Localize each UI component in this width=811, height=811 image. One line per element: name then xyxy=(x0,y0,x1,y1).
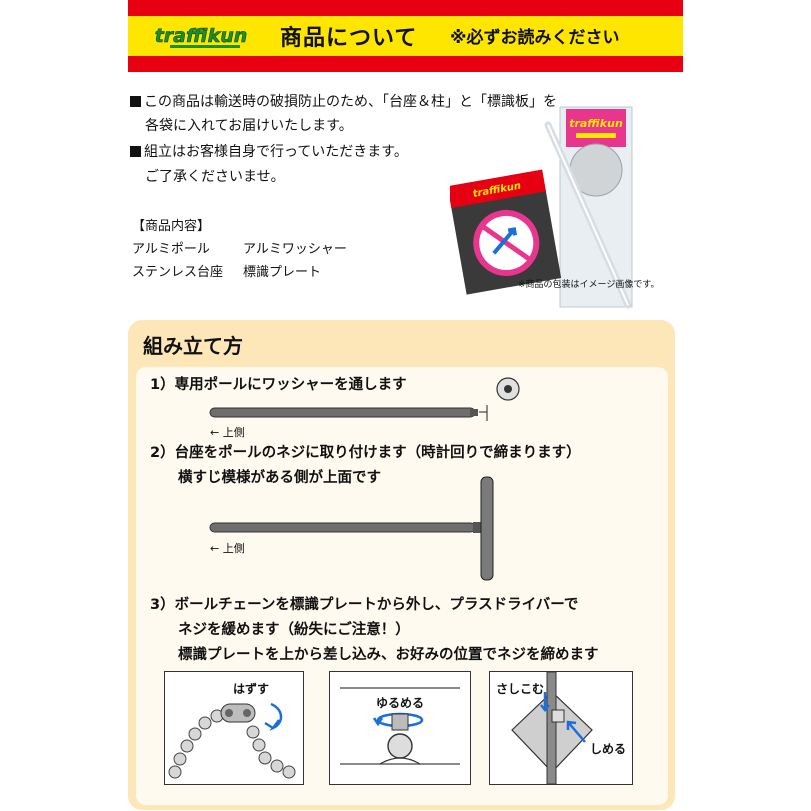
down-arrow-icon xyxy=(540,692,550,713)
page-title: 商品について xyxy=(280,26,418,51)
contents-item-pole: アルミポール xyxy=(132,242,210,257)
remove-label: はずす xyxy=(233,682,270,696)
step-3-box-remove: はずす xyxy=(164,671,304,785)
intro-line-1: この商品は輸送時の破損防止のため、「台座＆柱」と「標識板」を xyxy=(130,90,557,114)
square-bullet-icon xyxy=(130,96,141,107)
upper-side-label-1: ← 上側 xyxy=(210,426,245,439)
intro-line-4: ご了承くださいませ。 xyxy=(145,169,285,185)
assembly-title: 組み立て方 xyxy=(143,334,243,358)
step-3-text-line-1: 3）ボールチェーンを標識プレートから外し、プラスドライバーで xyxy=(150,597,579,613)
step-2-base-diagram xyxy=(209,476,494,581)
tighten-arrow-icon xyxy=(566,720,586,743)
ball-chain-illustration xyxy=(168,702,296,779)
tighten-label: しめる xyxy=(590,742,627,756)
insert-label: さしこむ xyxy=(496,682,545,696)
screw-illustration xyxy=(340,687,460,765)
step-2-text-line-1: 2）台座をポールのネジに取り付けます（時計回りで締まります） xyxy=(150,445,581,461)
step-3-box-loosen: ゆるめる xyxy=(329,671,471,785)
package-label: traffikun xyxy=(569,117,623,130)
step-1-text: 1）専用ポールにワッシャーを通します xyxy=(150,377,407,393)
arrow-icon xyxy=(264,702,283,731)
intro-line-3: 組立はお客様自身で行っていただきます。 xyxy=(130,140,408,164)
step-2-text-line-2: 横すじ模様がある側が上面です xyxy=(178,470,381,486)
step-3-box-insert: さしこむ しめる xyxy=(489,671,633,785)
intro-line-2: 各袋に入れてお届けいたします。 xyxy=(145,118,353,134)
product-package-photo: traffikun traffikun xyxy=(450,106,633,309)
step-3-text-line-2: ネジを緩めます（紛失にご注意！） xyxy=(178,622,410,638)
loosen-label: ゆるめる xyxy=(376,696,425,710)
logo-text: traffikun xyxy=(155,25,248,47)
square-bullet-icon xyxy=(130,146,141,157)
upper-side-label-2: ← 上側 xyxy=(210,542,245,555)
contents-item-washer: アルミワッシャー xyxy=(243,242,347,257)
traffikun-logo: traffikun xyxy=(142,21,260,51)
package-image-note: ※商品の包装はイメージ画像です。 xyxy=(518,280,660,290)
step-1-pole-diagram xyxy=(209,377,520,421)
step-3-text-line-3: 標識プレートを上から差し込み、お好みの位置でネジを締めます xyxy=(178,647,599,663)
contents-heading: 【商品内容】 xyxy=(132,219,211,234)
contents-item-base: ステンレス台座 xyxy=(132,265,224,280)
plate-insert-illustration xyxy=(511,672,593,784)
read-notice: ※必ずお読みください xyxy=(450,28,620,48)
contents-item-plate: 標識プレート xyxy=(243,265,322,280)
